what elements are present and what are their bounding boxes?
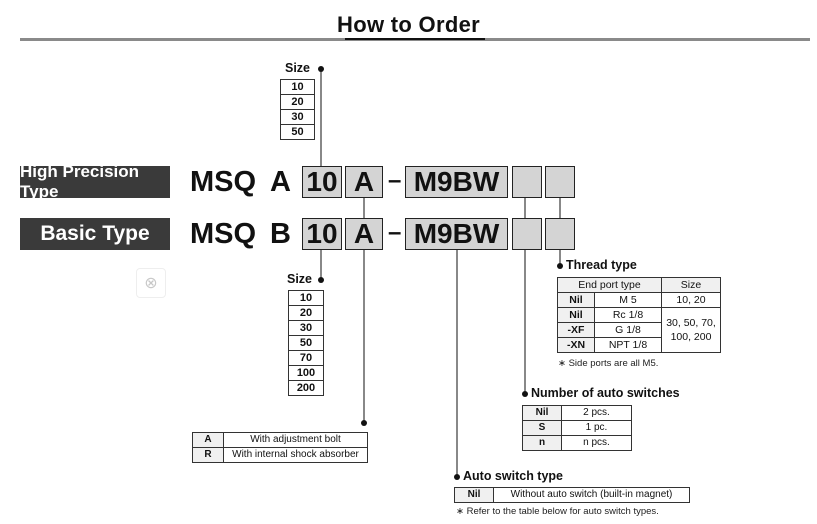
adjustment-dot <box>361 420 367 426</box>
adjustment-key: A <box>192 432 224 448</box>
hp-model-letter: A <box>270 166 291 198</box>
size-hp-dot <box>318 66 324 72</box>
size-hp-table: 10 20 30 50 <box>280 79 315 140</box>
thread-type-label: Thread type <box>566 258 637 272</box>
table-row: A With adjustment bolt <box>192 432 368 448</box>
table-row: Nil Rc 1/8 30, 50, 70, 100, 200 <box>557 307 721 353</box>
table-header-row: End port type Size <box>557 277 721 293</box>
table-row: -XF G 1/8 <box>557 322 721 338</box>
hp-model-prefix: MSQ <box>190 166 257 198</box>
num-switches-table: Nil 2 pcs. S 1 pc. n n pcs. <box>522 405 632 451</box>
size-hp-option: 30 <box>280 109 315 125</box>
thread-key: Nil <box>557 307 595 323</box>
num-switches-desc: 2 pcs. <box>561 405 632 421</box>
size-basic-label: Size <box>287 272 313 286</box>
auto-switch-note: ∗ Refer to the table below for auto swit… <box>456 506 659 517</box>
table-row: Nil M 5 10, 20 <box>557 292 721 308</box>
size-basic-option: 100 <box>288 365 324 381</box>
thread-size-group: 10, 20 <box>661 292 721 308</box>
basic-dash: – <box>388 219 402 246</box>
table-row: S 1 pc. <box>522 420 632 436</box>
thread-header-end-port: End port type <box>557 277 662 293</box>
adjustment-key: R <box>192 447 224 463</box>
title-underline <box>345 38 485 40</box>
thread-key: -XF <box>557 322 595 338</box>
table-row: R With internal shock absorber <box>192 447 368 463</box>
num-switches-dot <box>522 391 528 397</box>
adjustment-desc: With adjustment bolt <box>223 432 368 448</box>
thread-key: -XN <box>557 337 595 353</box>
thread-key: Nil <box>557 292 595 308</box>
adjustment-desc: With internal shock absorber <box>223 447 368 463</box>
auto-switch-dot <box>454 474 460 480</box>
hp-num-switch-blank-box <box>512 166 542 198</box>
hp-size-code-box: 10 <box>302 166 342 198</box>
thread-port-type: Rc 1/8 <box>594 307 662 323</box>
table-row: -XN NPT 1/8 <box>557 337 721 353</box>
size-basic-option: 70 <box>288 350 324 366</box>
num-switches-key: S <box>522 420 562 436</box>
num-switches-desc: 1 pc. <box>561 420 632 436</box>
high-precision-type-banner: High Precision Type <box>20 162 170 201</box>
basic-model-letter: B <box>270 218 291 250</box>
basic-thread-blank-box <box>545 218 575 250</box>
thread-port-type: NPT 1/8 <box>594 337 662 353</box>
thread-size-group: 30, 50, 70, 100, 200 <box>661 307 721 353</box>
size-basic-option: 20 <box>288 305 324 321</box>
basic-switch-code-box: M9BW <box>405 218 508 250</box>
thread-type-table: End port type Size Nil M 5 10, 20 Nil Rc… <box>557 277 721 353</box>
adjustment-table: A With adjustment bolt R With internal s… <box>192 432 368 463</box>
table-row: Nil 2 pcs. <box>522 405 632 421</box>
size-basic-option: 50 <box>288 335 324 351</box>
basic-size-code-box: 10 <box>302 218 342 250</box>
thread-port-type: G 1/8 <box>594 322 662 338</box>
auto-switch-key: Nil <box>454 487 494 503</box>
size-hp-label: Size <box>285 61 311 75</box>
size-basic-option: 30 <box>288 320 324 336</box>
hp-option-code-box: A <box>345 166 383 198</box>
size-hp-option: 20 <box>280 94 315 110</box>
size-basic-option: 200 <box>288 380 324 396</box>
size-basic-table: 10 20 30 50 70 100 200 <box>288 290 324 396</box>
basic-type-banner: Basic Type <box>20 218 170 250</box>
thread-dot <box>557 263 563 269</box>
auto-switch-table: Nil Without auto switch (built-in magnet… <box>454 487 690 503</box>
size-hp-option: 50 <box>280 124 315 140</box>
faint-image-icon: ⊗ <box>136 268 166 298</box>
thread-header-size: Size <box>661 277 721 293</box>
size-hp-option: 10 <box>280 79 315 95</box>
hp-thread-blank-box <box>545 166 575 198</box>
hp-dash: – <box>388 167 402 194</box>
hp-switch-code-box: M9BW <box>405 166 508 198</box>
num-switches-key: Nil <box>522 405 562 421</box>
basic-option-code-box: A <box>345 218 383 250</box>
table-row: Nil Without auto switch (built-in magnet… <box>454 487 690 503</box>
basic-num-switch-blank-box <box>512 218 542 250</box>
basic-model-prefix: MSQ <box>190 218 257 250</box>
num-switches-desc: n pcs. <box>561 435 632 451</box>
thread-note: ∗ Side ports are all M5. <box>558 358 659 369</box>
num-switches-key: n <box>522 435 562 451</box>
size-basic-option: 10 <box>288 290 324 306</box>
page-title: How to Order <box>337 12 480 37</box>
thread-port-type: M 5 <box>594 292 662 308</box>
size-basic-dot <box>318 277 324 283</box>
auto-switch-label: Auto switch type <box>463 469 564 483</box>
table-row: n n pcs. <box>522 435 632 451</box>
num-switches-label: Number of auto switches <box>531 386 680 400</box>
auto-switch-desc: Without auto switch (built-in magnet) <box>493 487 690 503</box>
